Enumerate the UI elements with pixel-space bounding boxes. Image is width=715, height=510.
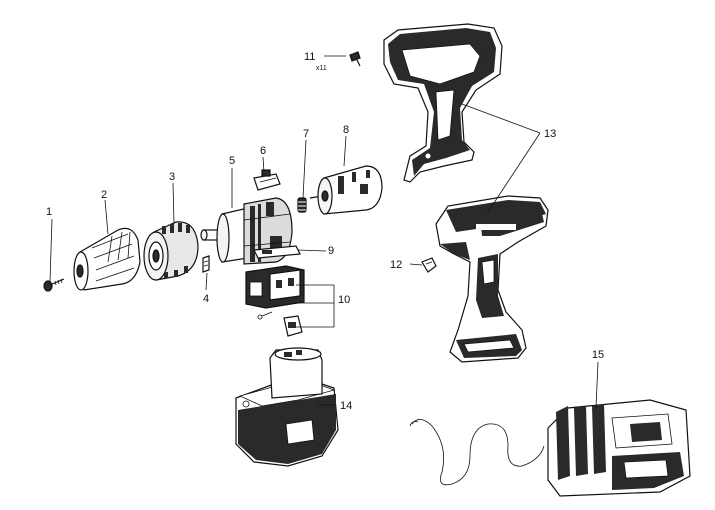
callout-6: 6	[260, 145, 266, 157]
battery-pack-icon	[235, 347, 339, 467]
shift-knob-icon	[253, 169, 281, 191]
callout-11-quantity: x11	[316, 65, 327, 72]
callout-2: 2	[101, 189, 107, 201]
clutch-collar-icon	[143, 221, 199, 281]
screw-icon	[43, 278, 65, 292]
housing-screw-icon	[349, 51, 361, 67]
housing-halves-icon	[383, 23, 503, 183]
callout-13: 13	[544, 128, 556, 140]
gearbox-icon	[200, 197, 293, 265]
housing-halves-icon	[435, 195, 549, 363]
callout-5: 5	[229, 155, 235, 167]
callout-8: 8	[343, 124, 349, 136]
motor-icon	[309, 165, 383, 215]
callout-4: 4	[203, 293, 209, 305]
leader-lines	[49, 55, 599, 409]
callout-15: 15	[592, 349, 604, 361]
callout-7: 7	[303, 128, 309, 140]
callout-9: 9	[328, 245, 334, 257]
callout-14: 14	[340, 400, 352, 412]
chuck-icon	[73, 227, 141, 291]
contact-plate-icon	[253, 245, 301, 259]
switch-assembly-icon	[245, 265, 305, 337]
callout-3: 3	[169, 171, 175, 183]
hang-hook-icon	[421, 257, 437, 273]
callout-labels: 1 2 3 4 5 6 7 8 9 10 11 x11 12 13 14 15	[46, 51, 604, 412]
spring-icon	[297, 197, 307, 213]
callout-11: 11	[304, 51, 315, 63]
callout-1: 1	[46, 206, 52, 218]
callout-10: 10	[338, 294, 350, 306]
callout-12: 12	[390, 259, 402, 271]
spring-clip-icon	[202, 255, 210, 273]
charger-icon	[409, 399, 691, 497]
